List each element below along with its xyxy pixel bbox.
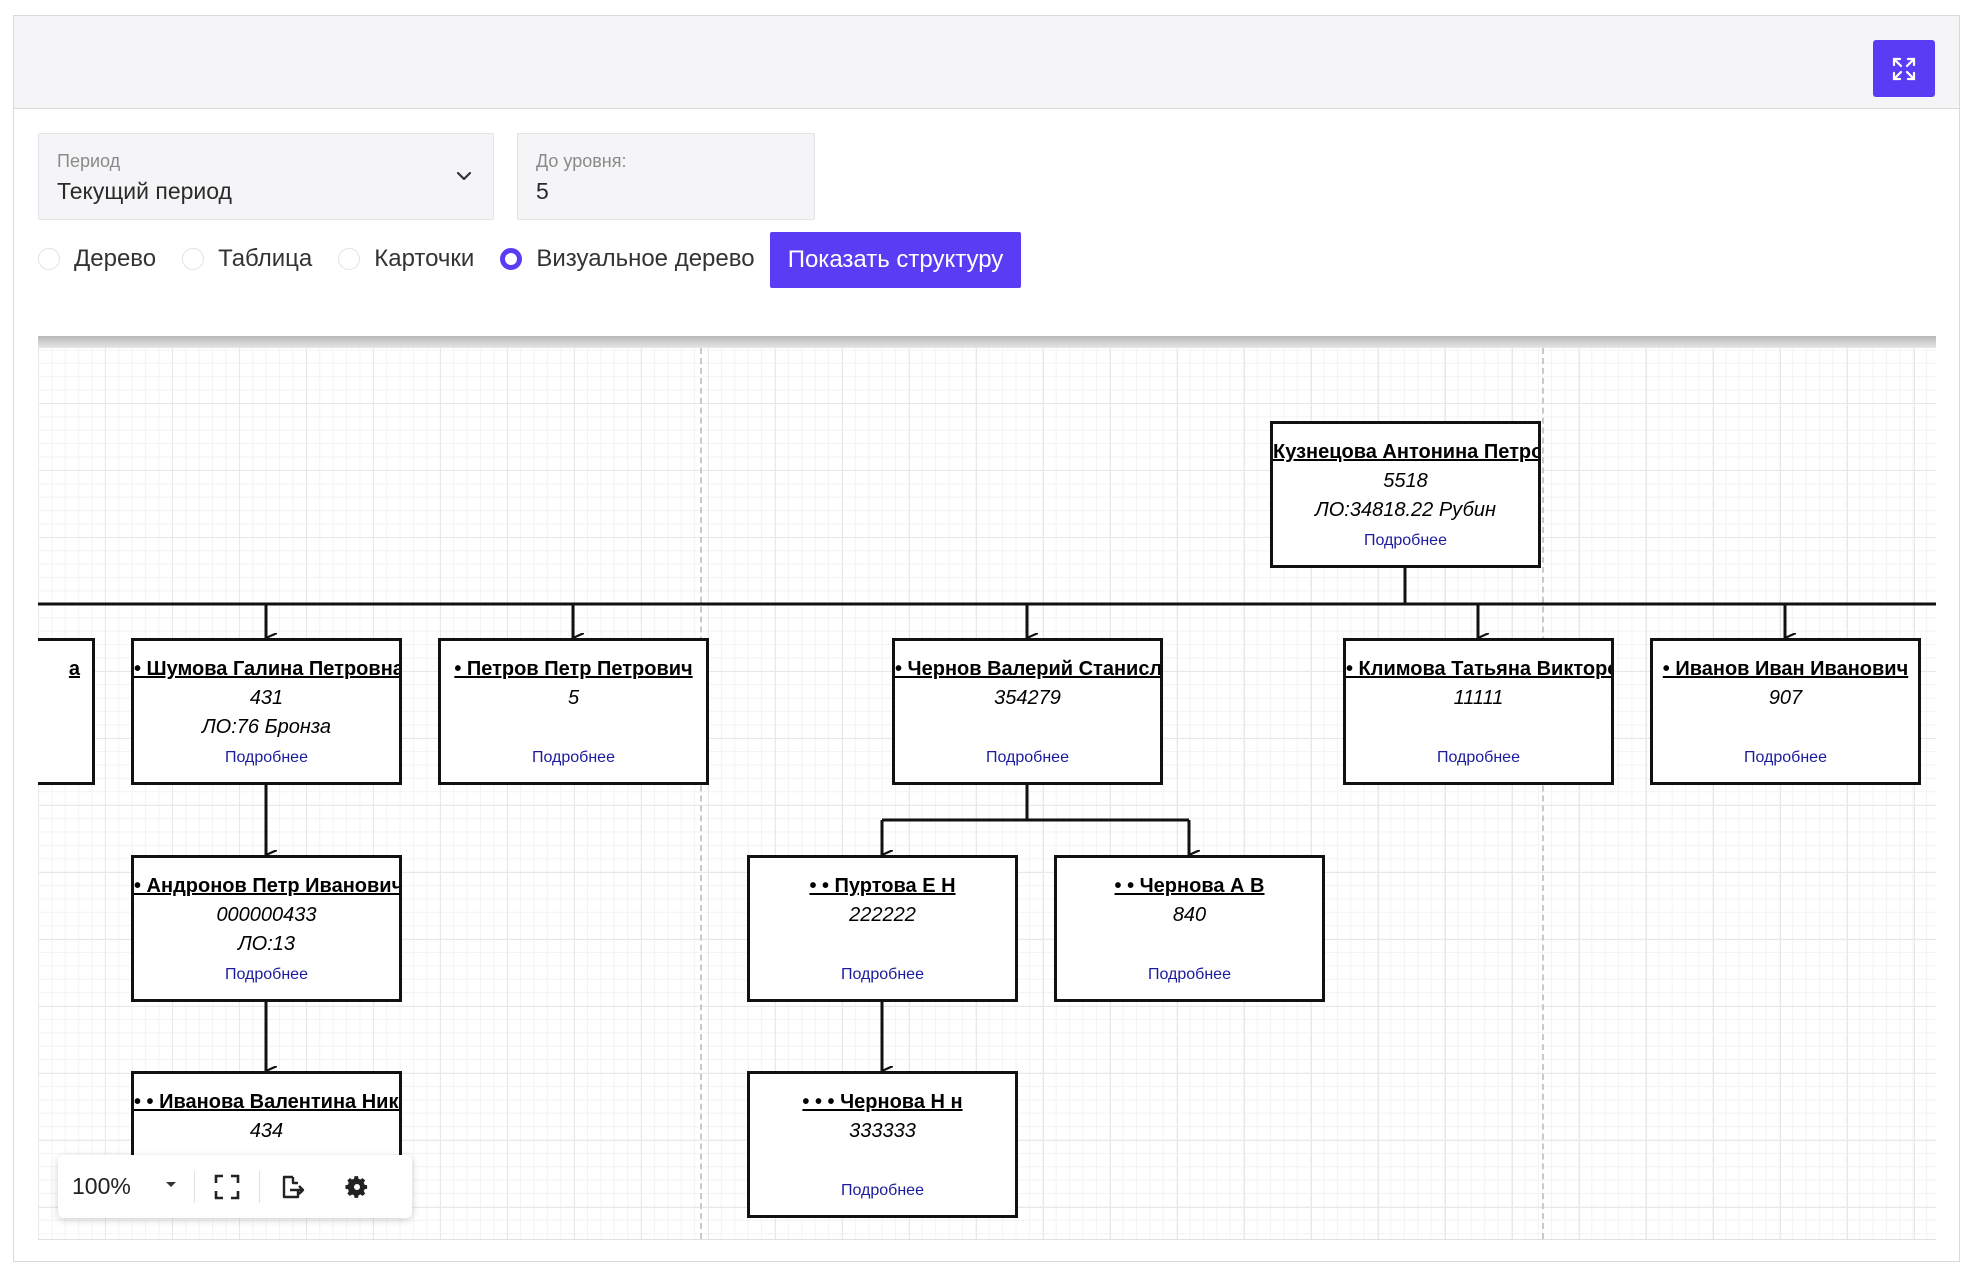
zoom-level[interactable]: 100% (72, 1173, 131, 1199)
node-name[interactable]: а (68, 658, 80, 680)
gear-icon (345, 1175, 368, 1198)
details-link[interactable]: Подробнее (225, 966, 308, 983)
toolbar-divider (259, 1170, 260, 1203)
node-lo: ЛО:34818.22 Рубин (1315, 499, 1496, 521)
period-value: Текущий период (57, 178, 232, 204)
node-name[interactable]: • Андронов Петр Иванович (134, 875, 402, 897)
node-name[interactable]: • • Чернова А В (1114, 875, 1265, 897)
connector-lines (38, 566, 1936, 1239)
period-select[interactable]: Период Текущий период (38, 133, 494, 220)
tree-node-petrov[interactable]: • Петров Петр Петрович 5 Подробнее (438, 638, 709, 785)
level-value: 5 (536, 178, 549, 204)
radio-cards[interactable]: Карточки (338, 245, 474, 273)
expand-button[interactable] (1873, 40, 1935, 97)
settings-button[interactable] (341, 1171, 373, 1203)
node-id: 5 (567, 687, 580, 709)
node-name[interactable]: • Иванов Иван Иванович (1662, 658, 1909, 680)
node-id: 11111 (1453, 687, 1504, 709)
caret-down-icon (166, 1182, 176, 1187)
tree-node-purtova[interactable]: • • Пуртова Е Н 222222 Подробнее (747, 855, 1018, 1002)
node-name[interactable]: • Шумова Галина Петровна (134, 658, 402, 680)
details-link[interactable]: Подробнее (1148, 966, 1231, 983)
details-link[interactable]: Подробнее (1437, 749, 1520, 766)
canvas-top-shadow (38, 336, 1936, 348)
level-label: До уровня: (536, 151, 627, 171)
tree-node-shumova[interactable]: • Шумова Галина Петровна 431 ЛО:76 Бронз… (131, 638, 402, 785)
tree-node-andronov[interactable]: • Андронов Петр Иванович 000000433 ЛО:13… (131, 855, 402, 1002)
details-link[interactable]: Подробнее (841, 966, 924, 983)
fit-screen-button[interactable] (211, 1171, 243, 1203)
details-link[interactable]: Подробнее (1364, 532, 1447, 549)
period-label: Период (57, 151, 121, 171)
node-id: 000000433 (216, 904, 317, 926)
node-id: 907 (1768, 687, 1803, 709)
diagram-toolbar: 100% (58, 1155, 412, 1218)
tree-node-klimova[interactable]: • Климова Татьяна Викторовна 11111 Подро… (1343, 638, 1614, 785)
details-link[interactable]: Подробнее (986, 749, 1069, 766)
view-mode-group: Дерево Таблица Карточки Визуальное дерев… (38, 231, 781, 287)
radio-label: Карточки (374, 245, 475, 272)
details-link[interactable]: Подробнее (841, 1182, 924, 1199)
fit-screen-icon (214, 1174, 240, 1199)
details-link[interactable]: Подробнее (1744, 749, 1827, 766)
node-name[interactable]: • Климова Татьяна Викторовна (1346, 658, 1611, 680)
node-id: 354279 (994, 687, 1061, 709)
node-name[interactable]: • • Иванова Валентина Николаевна (134, 1091, 399, 1113)
radio-label: Визуальное дерево (536, 245, 755, 272)
page-break-line (700, 348, 702, 1239)
node-id: 333333 (849, 1120, 916, 1142)
chevron-down-icon (456, 171, 472, 181)
toolbar-spacer (324, 1171, 325, 1203)
level-input[interactable]: До уровня: 5 (517, 133, 815, 220)
node-name[interactable]: • • • Чернова Н н (802, 1091, 963, 1113)
show-structure-button[interactable]: Показать структуру (770, 232, 1021, 288)
tree-node-left-cut[interactable]: а (38, 638, 95, 785)
export-icon (282, 1175, 305, 1198)
node-name[interactable]: • Чернов Валерий Станиславович (895, 658, 1163, 680)
node-name[interactable]: Кузнецова Антонина Петровна (1273, 441, 1538, 463)
radio-circle[interactable] (338, 248, 361, 270)
radio-circle[interactable] (38, 248, 60, 270)
tree-node-ivanov[interactable]: • Иванов Иван Иванович 907 Подробнее (1650, 638, 1921, 785)
node-id: 431 (249, 687, 284, 709)
node-id: 434 (249, 1120, 284, 1142)
expand-icon (1892, 57, 1916, 80)
tree-node-chernova-av[interactable]: • • Чернова А В 840 Подробнее (1054, 855, 1325, 1002)
zoom-dropdown[interactable] (164, 1177, 178, 1196)
diagram-canvas[interactable]: Кузнецова Антонина Петровна 5518 ЛО:3481… (38, 336, 1936, 1240)
details-link[interactable]: Подробнее (532, 749, 615, 766)
radio-circle[interactable] (182, 248, 205, 270)
radio-table[interactable]: Таблица (182, 245, 312, 273)
node-name[interactable]: • • Пуртова Е Н (809, 875, 956, 897)
radio-visual-tree[interactable]: Визуальное дерево (500, 245, 755, 273)
radio-label: Таблица (218, 245, 313, 272)
node-lo: ЛО:13 (237, 933, 296, 955)
node-name[interactable]: • Петров Петр Петрович (454, 658, 693, 680)
page-break-line (1542, 348, 1544, 1239)
node-id: 840 (1172, 904, 1207, 926)
node-lo: ЛО:76 Бронза (201, 716, 332, 738)
toolbar-divider (194, 1170, 195, 1203)
top-bar (14, 16, 1959, 109)
node-id: 222222 (849, 904, 916, 926)
node-id: 5518 (1383, 470, 1428, 492)
radio-label: Дерево (74, 245, 157, 272)
details-link[interactable]: Подробнее (225, 749, 308, 766)
radio-tree[interactable]: Дерево (38, 245, 156, 273)
export-button[interactable] (276, 1171, 308, 1203)
tree-node-chernova-nn[interactable]: • • • Чернова Н н 333333 Подробнее (747, 1071, 1018, 1218)
tree-node-chernov[interactable]: • Чернов Валерий Станиславович 354279 По… (892, 638, 1163, 785)
radio-circle-selected[interactable] (500, 248, 523, 270)
tree-node-root[interactable]: Кузнецова Антонина Петровна 5518 ЛО:3481… (1270, 421, 1541, 568)
